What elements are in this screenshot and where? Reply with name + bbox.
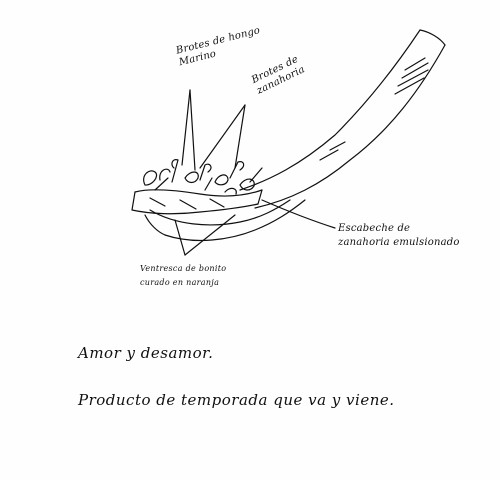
sprouts [143,159,263,195]
caption-line-1: Amor y desamor. [78,344,214,362]
caption-line-2: Producto de temporada que va y viene. [78,391,395,409]
label-ventresca: Ventresca de bonito curado en naranja [140,264,227,287]
sauce-swoosh [144,29,446,242]
label-escabeche: Escabeche de zanahoria emulsionado [338,223,460,248]
ventresca-block [131,189,263,215]
leader-lines [174,89,336,256]
